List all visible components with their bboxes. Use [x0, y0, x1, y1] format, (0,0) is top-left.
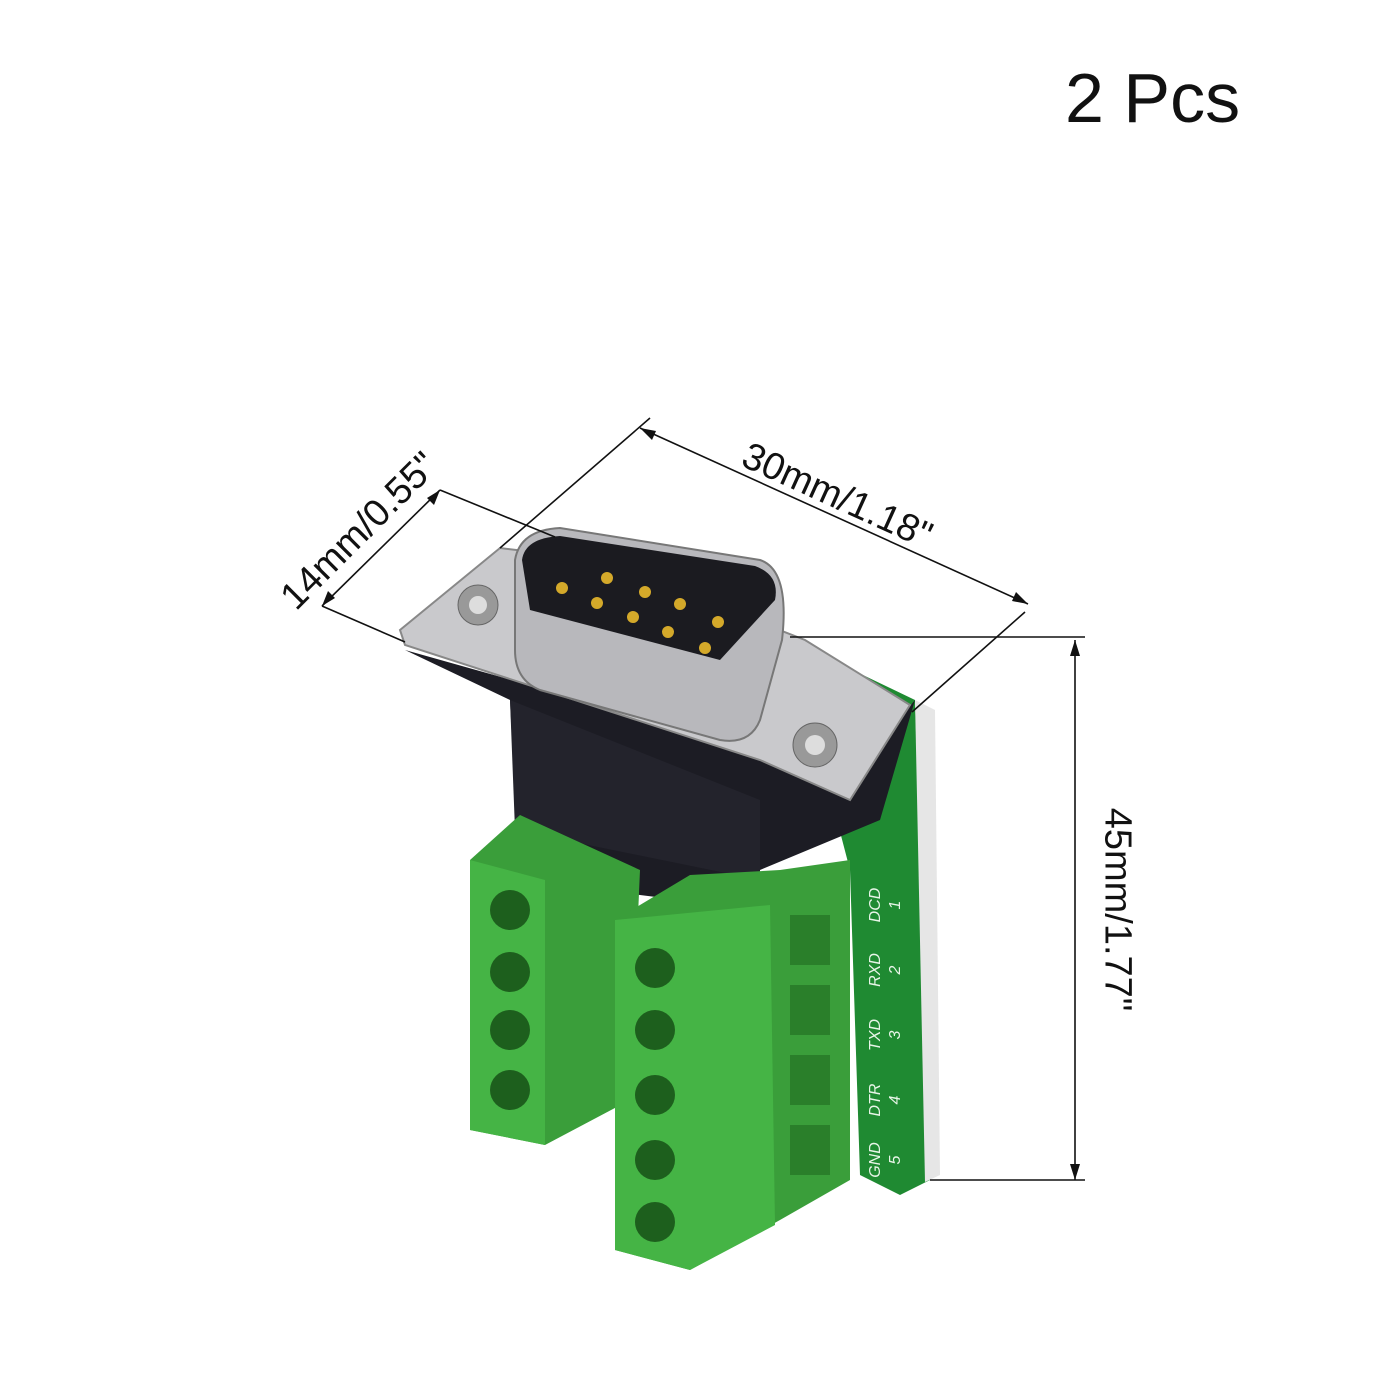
- terminal-block-5-pin: [615, 860, 850, 1270]
- terminal-block-4-pin: [470, 815, 640, 1145]
- pin-signal: DCD: [867, 887, 884, 922]
- dimension-arrows: [322, 428, 1080, 1180]
- pin-number: 5: [887, 1155, 904, 1164]
- pin-number: 4: [887, 1095, 904, 1104]
- pin-signal: RXD: [867, 953, 884, 987]
- quantity-label: 2 Pcs: [1065, 59, 1241, 137]
- pin-number: 2: [887, 965, 904, 975]
- pin-signal: TXD: [867, 1019, 884, 1051]
- connector-pins: [556, 572, 724, 654]
- pin-signal: GND: [867, 1142, 884, 1178]
- height-dimension-label: 45mm/1.77": [1096, 807, 1139, 1012]
- pcb-board: [790, 640, 940, 1195]
- pin-signal: DTR: [867, 1083, 884, 1116]
- metal-shell: [398, 526, 912, 802]
- pin-number: 1: [887, 901, 904, 910]
- dimension-lines: [321, 417, 1085, 1181]
- pin-number: 3: [887, 1030, 904, 1039]
